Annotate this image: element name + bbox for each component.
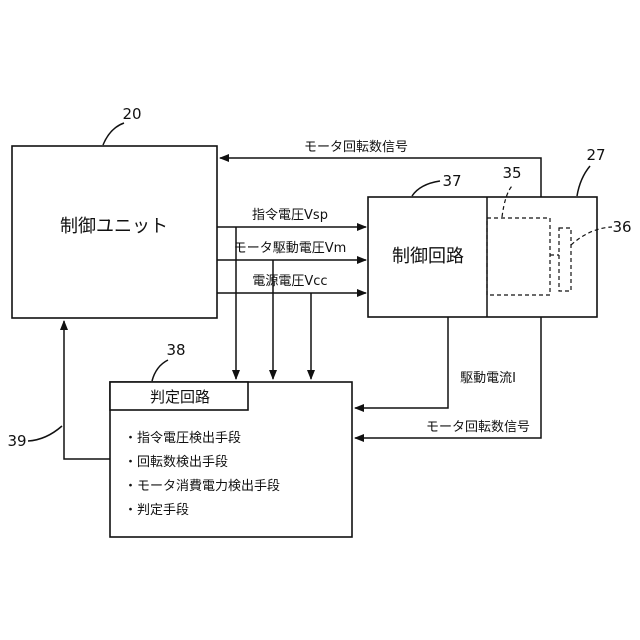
motor-speed-signal-bottom-label: モータ回転数信号 <box>426 420 530 435</box>
leader-37 <box>412 181 440 196</box>
motor-speed-line-top <box>220 158 541 197</box>
supply-voltage-label: 電源電圧Vcc <box>252 274 327 289</box>
ref-38: 38 <box>166 341 185 359</box>
ref-39: 39 <box>7 432 26 450</box>
drive-current-label: 駆動電流I <box>460 371 516 386</box>
feedback-line-39 <box>64 321 110 459</box>
judgment-item-3: ・モータ消費電力検出手段 <box>124 479 280 494</box>
motor-speed-signal-top-label: モータ回転数信号 <box>304 140 408 155</box>
ref-36: 36 <box>612 218 631 236</box>
judgment-item-2: ・回転数検出手段 <box>124 455 228 470</box>
motor-drive-voltage-label: モータ駆動電圧Vm <box>234 241 347 256</box>
leader-39 <box>28 426 62 441</box>
leader-27 <box>577 166 590 196</box>
drive-current-line <box>355 317 448 408</box>
command-voltage-label: 指令電圧Vsp <box>252 208 328 223</box>
ref-37: 37 <box>442 172 461 190</box>
ref-20: 20 <box>122 105 141 123</box>
control-unit-label: 制御ユニット <box>60 216 168 237</box>
ref-27: 27 <box>586 146 605 164</box>
judgment-item-4: ・判定手段 <box>124 503 189 518</box>
leader-20 <box>103 123 124 145</box>
judgment-item-1: ・指令電圧検出手段 <box>124 431 241 446</box>
leader-38 <box>152 360 168 381</box>
ref-35: 35 <box>502 164 521 182</box>
control-circuit-label: 制御回路 <box>392 246 464 267</box>
judgment-circuit-title: 判定回路 <box>150 388 210 406</box>
